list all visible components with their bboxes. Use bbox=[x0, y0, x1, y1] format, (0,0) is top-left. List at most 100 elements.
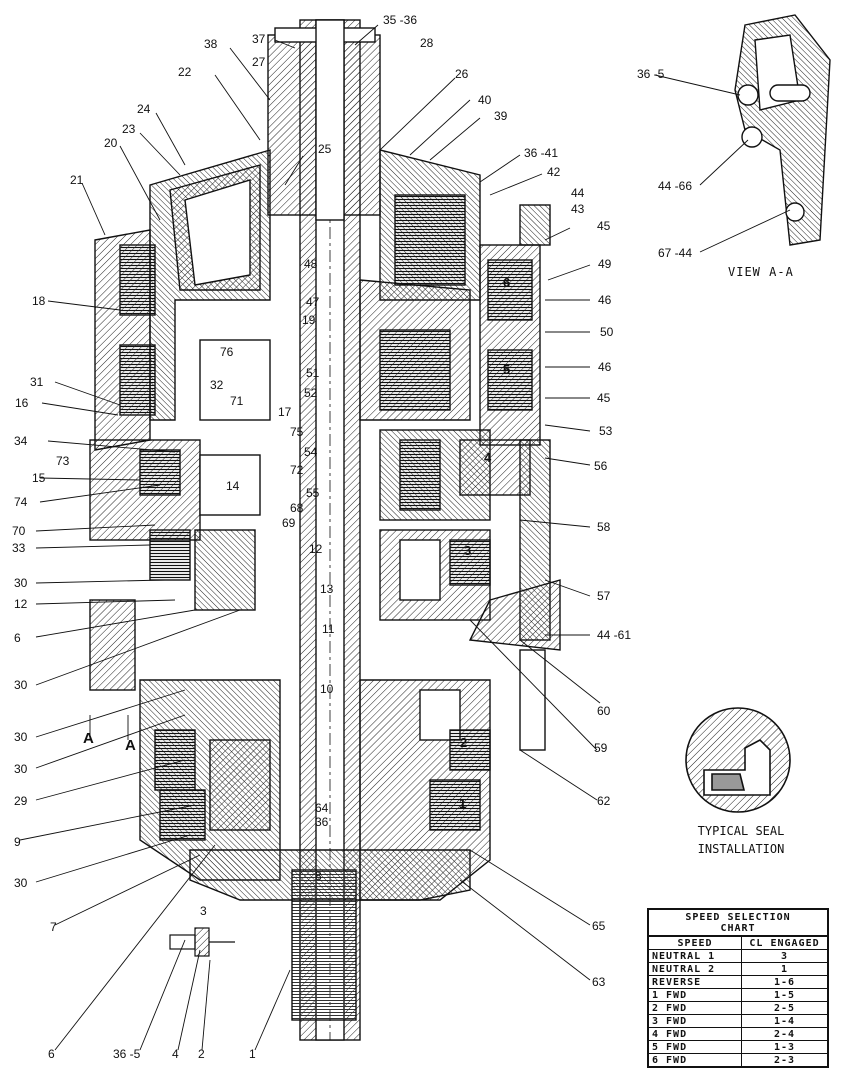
clutch-cell: 2-5 bbox=[741, 1001, 827, 1015]
callout-32: 32 bbox=[210, 378, 224, 392]
callout-8: 8 bbox=[315, 869, 322, 883]
callout-65: 65 bbox=[592, 919, 606, 933]
callout-36-41: 36 -41 bbox=[524, 146, 559, 160]
callout-58: 58 bbox=[597, 520, 611, 534]
speed-column-header: SPEED bbox=[649, 936, 743, 950]
callout-44-66: 44 -66 bbox=[658, 179, 693, 193]
callout-30-e: 30 bbox=[14, 876, 28, 890]
middle-gear-left bbox=[89, 339, 271, 691]
callout-26: 26 bbox=[455, 67, 469, 81]
view-a-a-detail bbox=[734, 14, 831, 246]
callout-74: 74 bbox=[14, 495, 28, 509]
callout-13: 13 bbox=[320, 582, 334, 596]
callout-10: 10 bbox=[320, 682, 334, 696]
callout-28: 28 bbox=[420, 36, 434, 50]
speed-cell: 5 FWD bbox=[649, 1040, 743, 1054]
callout-55: 55 bbox=[306, 486, 320, 500]
typical-seal-caption: TYPICAL SEAL INSTALLATION bbox=[686, 822, 796, 858]
speed-cell: 1 FWD bbox=[649, 988, 743, 1002]
view-a-a-title: VIEW A-A bbox=[728, 265, 794, 279]
callout-18: 18 bbox=[32, 294, 46, 308]
callout-2: 2 bbox=[198, 1047, 205, 1061]
callout-31: 31 bbox=[30, 375, 44, 389]
callout-52: 52 bbox=[304, 386, 318, 400]
clutch-cell: 1-4 bbox=[741, 1014, 827, 1028]
clutch-cell: 1-6 bbox=[741, 975, 827, 989]
callout-22: 22 bbox=[178, 65, 192, 79]
callout-33: 33 bbox=[12, 541, 26, 555]
lower-housing bbox=[139, 649, 546, 901]
callout-62: 62 bbox=[597, 794, 611, 808]
callout-6-lower: 6 bbox=[48, 1047, 55, 1061]
middle-gear-right bbox=[379, 429, 561, 651]
callout-34: 34 bbox=[14, 434, 28, 448]
callout-19: 19 bbox=[302, 313, 316, 327]
callout-12-upper: 12 bbox=[309, 542, 323, 556]
callout-72: 72 bbox=[290, 463, 304, 477]
clutch-number-5: 5 bbox=[503, 362, 511, 377]
callout-45-bottom: 45 bbox=[597, 391, 611, 405]
upper-housing-left bbox=[94, 149, 271, 451]
callout-67-44: 67 -44 bbox=[658, 246, 693, 260]
callout-36-center: 36 bbox=[315, 815, 329, 829]
clutch-engaged-column-header: CL ENGAGED bbox=[741, 936, 827, 950]
callout-50: 50 bbox=[600, 325, 614, 339]
speed-chart-title-line2: CHART bbox=[720, 923, 756, 934]
bottom-bolt-detail bbox=[169, 927, 235, 957]
callout-9: 9 bbox=[14, 835, 21, 849]
callout-30-c: 30 bbox=[14, 730, 28, 744]
callout-23: 23 bbox=[122, 122, 136, 136]
speed-cell: 3 FWD bbox=[649, 1014, 743, 1028]
callout-51: 51 bbox=[306, 366, 320, 380]
callout-24: 24 bbox=[137, 102, 151, 116]
callout-45-top: 45 bbox=[597, 219, 611, 233]
callout-57: 57 bbox=[597, 589, 611, 603]
callout-46-bottom: 46 bbox=[598, 360, 612, 374]
clutch-number-3: 3 bbox=[464, 543, 472, 558]
callout-49: 49 bbox=[598, 257, 612, 271]
callout-11: 11 bbox=[322, 622, 335, 636]
callout-25: 25 bbox=[318, 142, 332, 156]
speed-chart-title-line1: SPEED SELECTION bbox=[685, 912, 791, 923]
callout-53: 53 bbox=[599, 424, 613, 438]
callout-27: 27 bbox=[252, 55, 266, 69]
callout-21: 21 bbox=[70, 173, 84, 187]
clutch-number-1: 1 bbox=[459, 796, 467, 811]
callout-16: 16 bbox=[15, 396, 29, 410]
typical-seal-detail bbox=[685, 707, 791, 813]
callout-43: 43 bbox=[571, 202, 585, 216]
callout-64: 64 bbox=[315, 801, 329, 815]
callout-46-top: 46 bbox=[598, 293, 612, 307]
callout-36-5-bottom: 36 -5 bbox=[113, 1047, 141, 1061]
callout-14: 14 bbox=[226, 479, 240, 493]
clutch-number-2: 2 bbox=[460, 735, 468, 750]
callout-40: 40 bbox=[478, 93, 492, 107]
callout-69: 69 bbox=[282, 516, 296, 530]
clutch-cell: 1-3 bbox=[741, 1040, 827, 1054]
clutch-cell: 1-5 bbox=[741, 988, 827, 1002]
callout-56: 56 bbox=[594, 459, 608, 473]
speed-cell: NEUTRAL 1 bbox=[649, 949, 743, 963]
callout-38: 38 bbox=[204, 37, 218, 51]
clutch-cell: 1 bbox=[741, 962, 827, 976]
callout-35-36: 35 -36 bbox=[383, 13, 418, 27]
callout-17: 17 bbox=[278, 405, 292, 419]
speed-cell: 6 FWD bbox=[649, 1053, 743, 1066]
callout-59: 59 bbox=[594, 741, 608, 755]
callout-36-5-view: 36 -5 bbox=[637, 67, 665, 81]
callout-20: 20 bbox=[104, 136, 118, 150]
speed-cell: 4 FWD bbox=[649, 1027, 743, 1041]
callout-7: 7 bbox=[50, 920, 57, 934]
clutch-number-4: 4 bbox=[484, 450, 492, 465]
upper-housing-right bbox=[359, 149, 551, 446]
